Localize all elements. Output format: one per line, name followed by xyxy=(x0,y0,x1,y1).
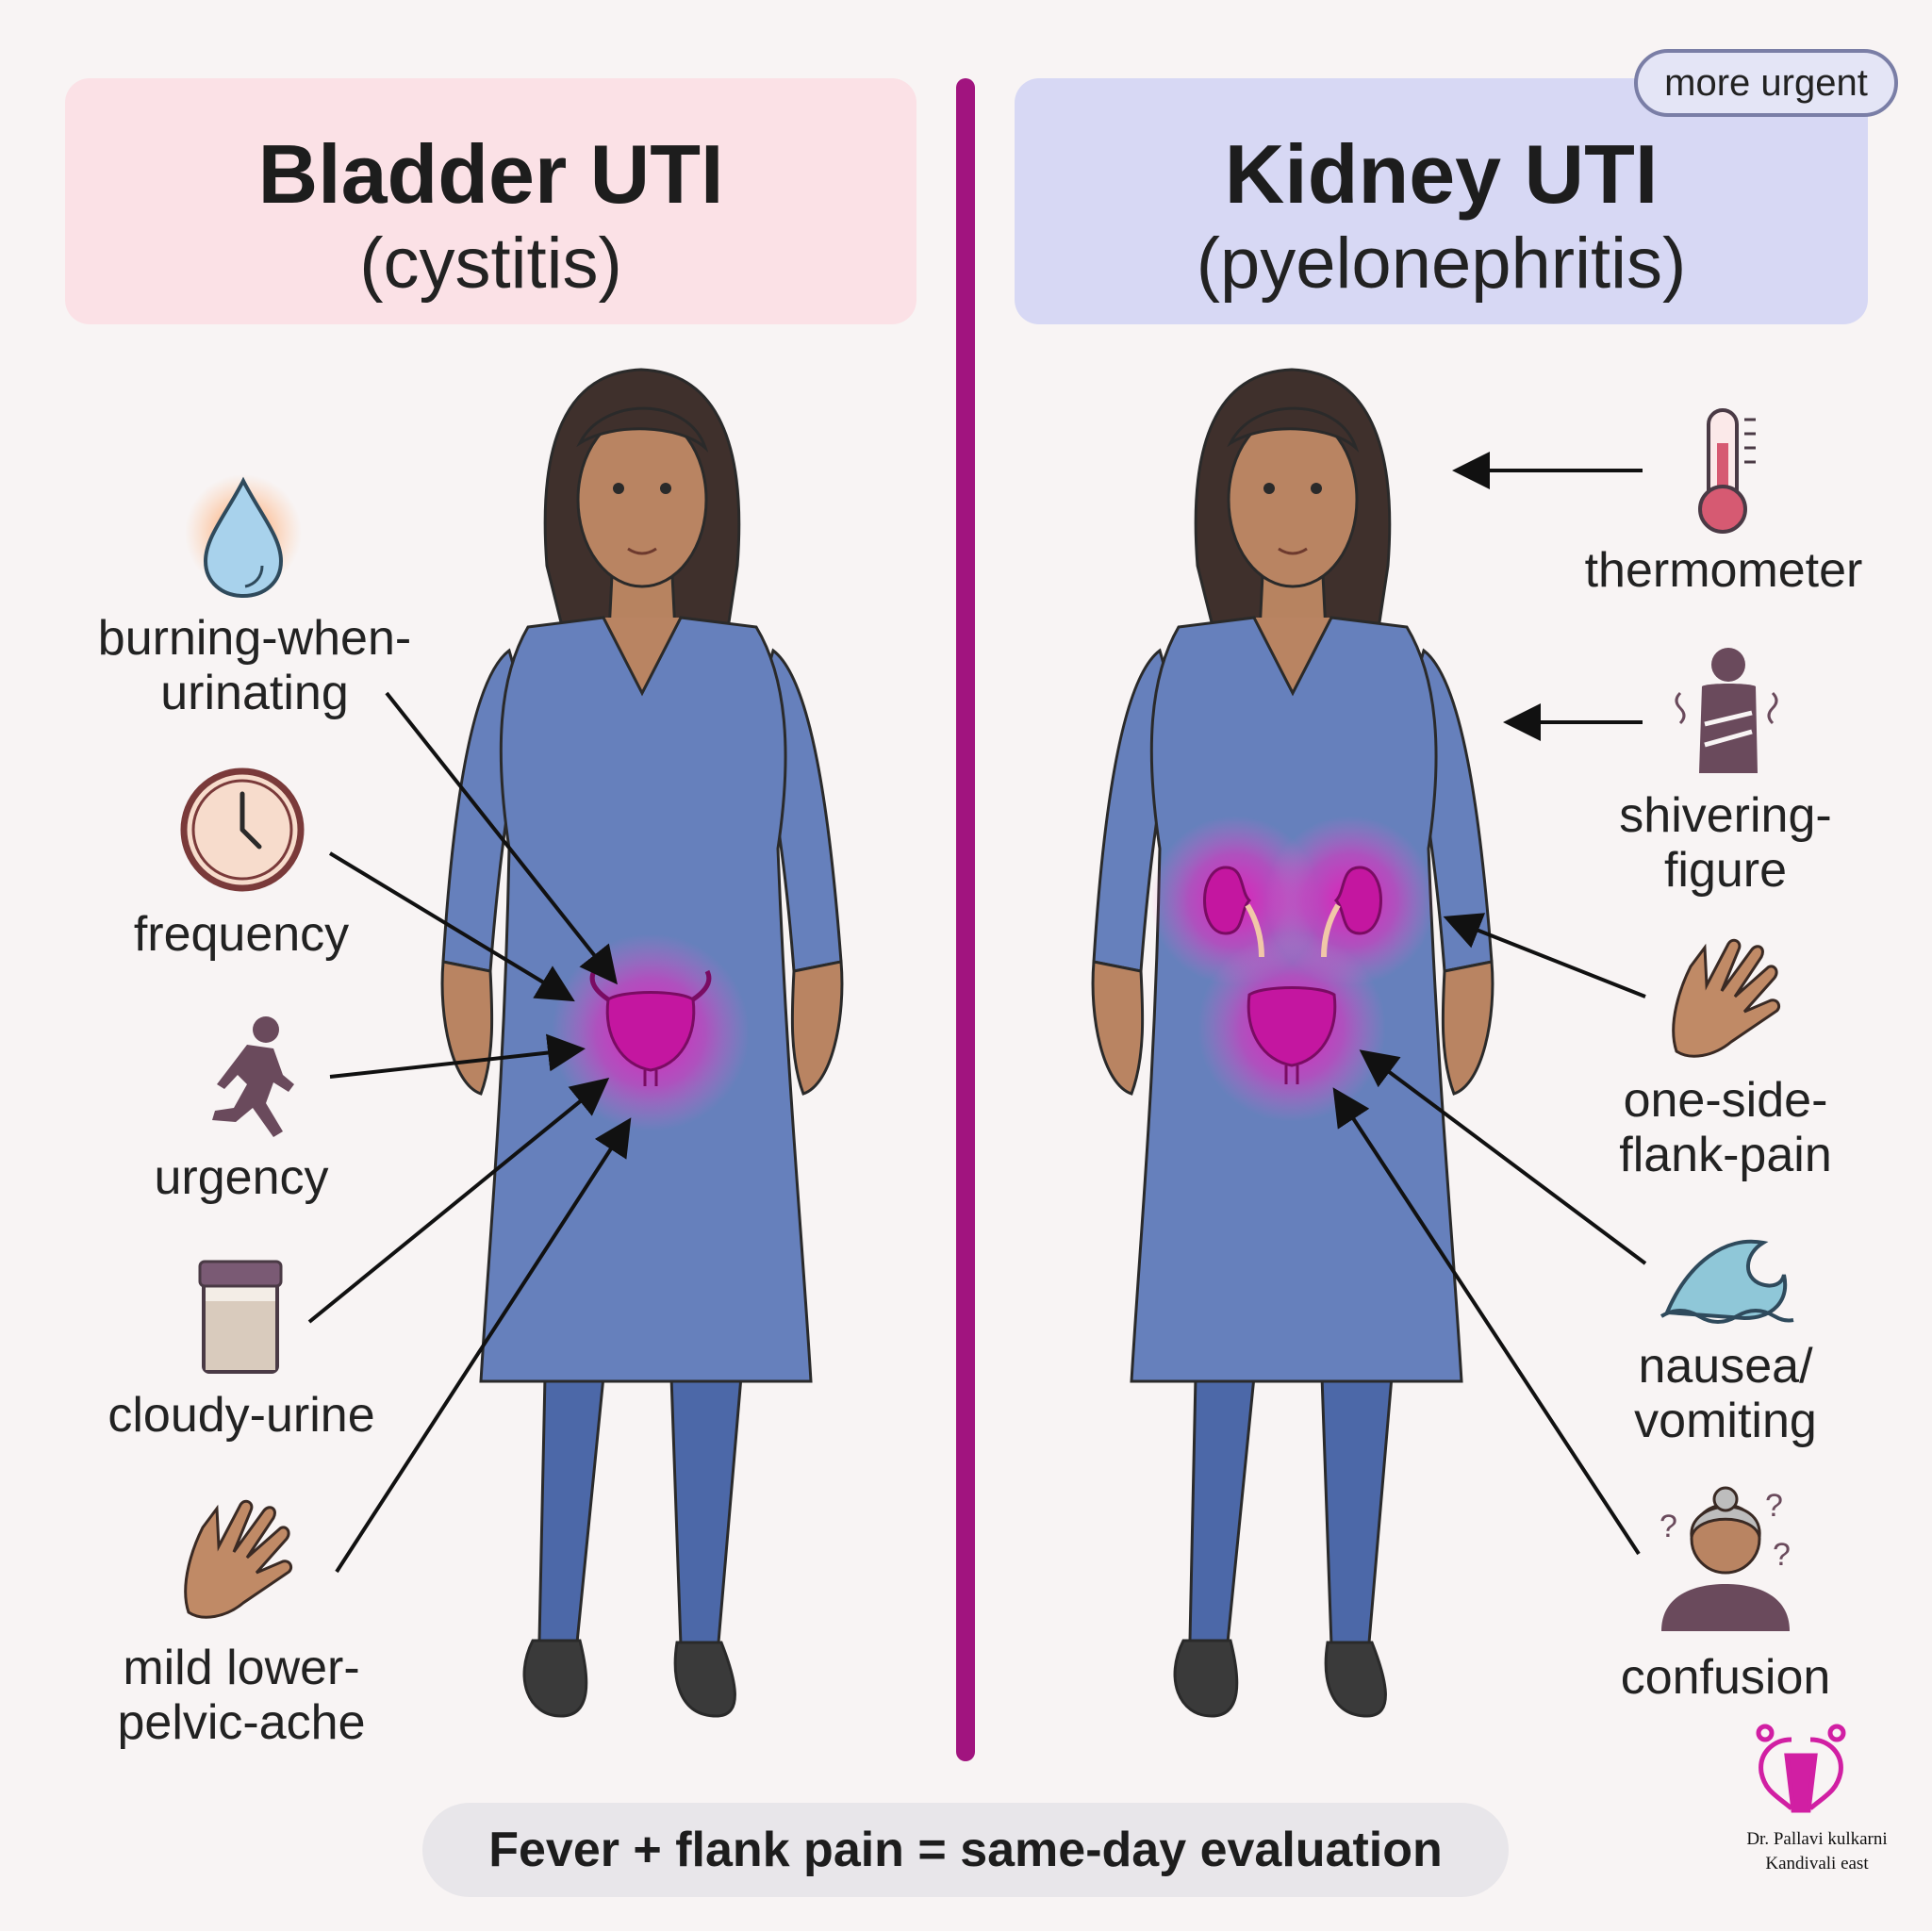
svg-text:?: ? xyxy=(1773,1537,1791,1573)
label-nausea-vomiting: nausea/ vomiting xyxy=(1634,1339,1817,1448)
shivering-figure-icon xyxy=(1675,648,1778,773)
female-reproductive-logo xyxy=(1756,1724,1846,1813)
hand-icon xyxy=(184,1499,293,1619)
arrow-urgency xyxy=(329,1033,586,1079)
bladder-uti-header: Bladder UTI (cystitis) xyxy=(65,78,916,324)
label-shivering-figure: shivering- figure xyxy=(1619,788,1832,898)
bladder-uti-subtitle: (cystitis) xyxy=(359,223,622,304)
label-one-side-flank-pain: one-side- flank-pain xyxy=(1619,1073,1832,1182)
label-burning-when-urinating: burning-when- urinating xyxy=(97,611,412,720)
bottom-banner: Fever + flank pain = same-day evaluation xyxy=(422,1803,1509,1897)
wave-icon xyxy=(1660,1239,1794,1324)
label-cloudy-urine: cloudy-urine xyxy=(107,1388,375,1443)
right-arrows xyxy=(1332,452,1647,1556)
label-confusion: confusion xyxy=(1620,1650,1831,1705)
urine-sample-jar-icon xyxy=(198,1260,283,1374)
svg-text:?: ? xyxy=(1765,1488,1783,1524)
left-arrows xyxy=(307,691,632,1574)
running-person-icon xyxy=(212,1016,294,1137)
arrow-confusion xyxy=(1332,1087,1641,1556)
label-frequency: frequency xyxy=(133,907,350,962)
label-urgency: urgency xyxy=(154,1150,329,1205)
kidney-uti-header: Kidney UTI (pyelonephritis) xyxy=(1015,78,1868,324)
bladder-uti-title: Bladder UTI xyxy=(257,127,724,221)
arrow-frequency xyxy=(328,851,575,1002)
arrow-cloudy-urine xyxy=(307,1077,610,1324)
kidney-uti-title: Kidney UTI xyxy=(1224,127,1659,221)
arrow-flank-pain xyxy=(1443,913,1646,999)
water-drop-icon xyxy=(185,474,302,599)
signature-location: Kandivali east xyxy=(1765,1854,1869,1873)
signature: Dr. Pallavi kulkarni Kandivali east xyxy=(1704,1827,1930,1876)
arrow-burning xyxy=(385,691,618,985)
label-mild-lower-pelvic-ache: mild lower- pelvic-ache xyxy=(117,1641,366,1750)
hand-icon xyxy=(1672,938,1781,1058)
more-urgent-badge: more urgent xyxy=(1634,49,1898,117)
arrow-pelvic-ache xyxy=(335,1117,632,1574)
signature-name: Dr. Pallavi kulkarni xyxy=(1746,1829,1888,1849)
clock-icon xyxy=(180,767,305,892)
label-thermometer: thermometer xyxy=(1584,543,1863,598)
right-urinary-organs xyxy=(1150,816,1435,1122)
confused-person-icon: ? ? ? xyxy=(1660,1486,1791,1631)
thermometer-icon xyxy=(1698,408,1756,534)
center-divider xyxy=(956,78,975,1761)
kidney-uti-subtitle: (pyelonephritis) xyxy=(1196,223,1687,304)
arrow-nausea xyxy=(1359,1049,1647,1265)
svg-text:?: ? xyxy=(1660,1509,1677,1544)
